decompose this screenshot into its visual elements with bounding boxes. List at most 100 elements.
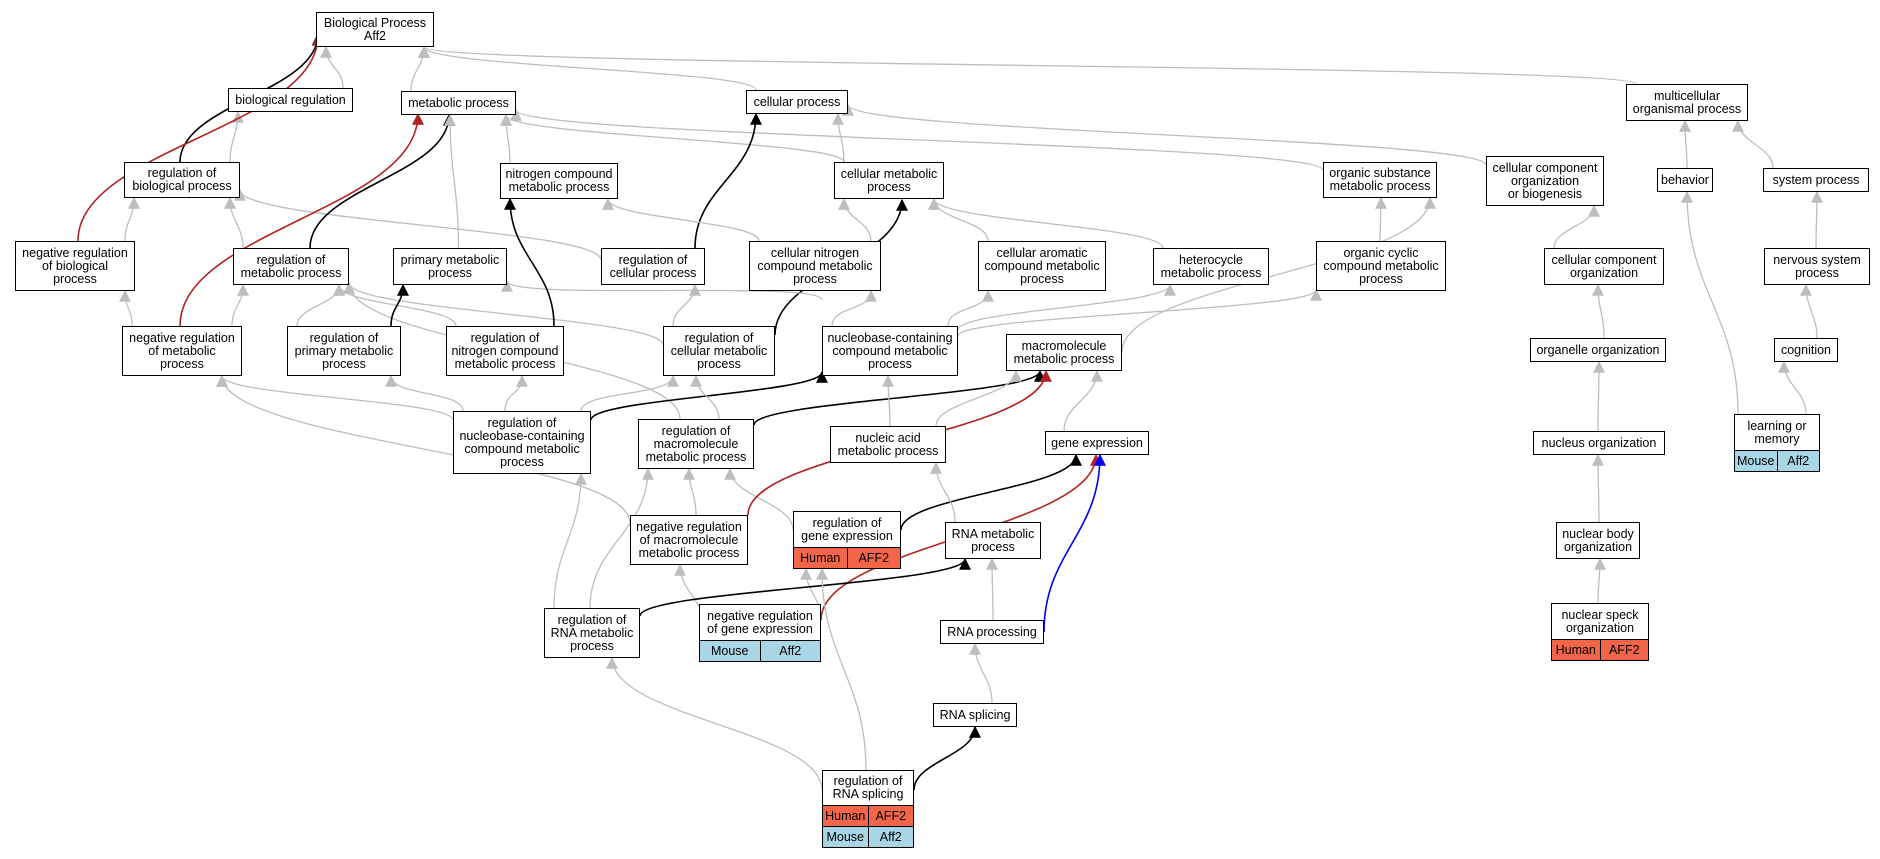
edge-cellproc-to-bp — [418, 45, 757, 91]
edge-bioreg-to-bp — [320, 45, 344, 89]
go-term-regmetab[interactable]: regulation of metabolic process — [233, 248, 349, 285]
go-term-label: nuclear body organization — [1562, 526, 1634, 554]
species-name: Mouse — [826, 829, 865, 844]
go-term-label: negative regulation of metabolic process — [129, 330, 235, 371]
edge-regnitro-to-nitro — [504, 197, 555, 327]
go-term-label: macromolecule metabolic process — [1013, 338, 1115, 366]
go-term-label: nucleus organization — [1541, 435, 1657, 450]
edge-sysproc-to-multi — [1732, 119, 1774, 169]
edge-cellnitro-to-cellmetab — [838, 197, 872, 242]
go-term-label: organic substance metabolic process — [1329, 166, 1431, 193]
go-term-label: multicellular organismal process — [1632, 88, 1742, 116]
go-term-label: regulation of nucleobase-containing comp… — [459, 415, 585, 469]
edge-regcell-to-cellproc — [694, 112, 762, 249]
go-term-hetero[interactable]: heterocycle metabolic process — [1153, 248, 1269, 285]
go-term-primmetab[interactable]: primary metabolic process — [393, 248, 507, 285]
go-term-metab[interactable]: metabolic process — [401, 91, 516, 115]
go-term-negregmetab[interactable]: negative regulation of metabolic process — [122, 326, 242, 376]
go-term-geneexp[interactable]: gene expression — [1045, 431, 1149, 455]
go-term-ccorg[interactable]: cellular component organization or bioge… — [1486, 156, 1604, 206]
go-term-nervous[interactable]: nervous system process — [1764, 248, 1870, 285]
go-term-behavior[interactable]: behavior — [1657, 168, 1713, 192]
go-term-regmacro[interactable]: regulation of macromolecule metabolic pr… — [638, 419, 754, 469]
edge-ccorg-to-cellproc — [842, 103, 1487, 166]
edge-regsplice-to-reggene — [816, 567, 867, 771]
go-term-regbio[interactable]: regulation of biological process — [124, 162, 240, 198]
go-term-label: cellular aromatic compound metabolic pro… — [984, 245, 1100, 286]
go-term-cellproc[interactable]: cellular process — [746, 90, 848, 114]
go-term-nucacid[interactable]: nucleic acid metabolic process — [830, 426, 946, 463]
go-term-nucbody[interactable]: nuclear body organization — [1556, 522, 1640, 559]
go-term-bp[interactable]: Biological Process Aff2 — [316, 12, 434, 47]
go-term-label: organelle organization — [1536, 342, 1660, 357]
go-term-splicing[interactable]: RNA splicing — [933, 703, 1017, 727]
go-term-regcellmetab[interactable]: regulation of cellular metabolic process — [663, 326, 775, 376]
species-name: Human — [1555, 642, 1596, 657]
species-name: Human — [800, 550, 841, 565]
go-term-label: system process — [1772, 172, 1860, 187]
go-term-regcell[interactable]: regulation of cellular process — [601, 248, 705, 285]
edge-orgcyc-to-orgsub — [1374, 196, 1387, 242]
edge-negregmetab-to-negregbio — [119, 289, 133, 327]
go-term-regprim[interactable]: regulation of primary metabolic process — [287, 326, 401, 376]
edge-regrna-to-rnametab — [639, 557, 971, 617]
go-term-cellnitro[interactable]: cellular nitrogen compound metabolic pro… — [749, 241, 881, 291]
gene-symbol: AFF2 — [867, 806, 914, 826]
edge-rnaproc-to-rnametab — [986, 557, 999, 621]
go-term-negregbio[interactable]: negative regulation of biological proces… — [15, 241, 135, 291]
edge-regrna-to-regmacro — [589, 467, 654, 609]
go-term-nucbase[interactable]: nucleobase-containing compound metabolic… — [822, 326, 958, 376]
go-term-label: heterocycle metabolic process — [1160, 252, 1262, 280]
go-term-rnaproc[interactable]: RNA processing — [940, 620, 1044, 644]
go-term-sysproc[interactable]: system process — [1763, 168, 1869, 192]
edge-nitro-to-metab — [500, 113, 513, 164]
go-term-multi[interactable]: multicellular organismal process — [1626, 84, 1748, 121]
species-name: Mouse — [710, 643, 749, 658]
edge-negregmacro-to-regmacro — [683, 467, 697, 516]
edge-nucbase-to-cellnitro — [831, 289, 877, 327]
edge-speck-to-nucbody — [1593, 557, 1606, 604]
go-term-label: metabolic process — [408, 95, 509, 110]
go-term-orgcyc[interactable]: organic cyclic compound metabolic proces… — [1316, 241, 1446, 291]
edge-cellnitro-to-nitro — [602, 197, 760, 242]
edge-reggene-to-regmacro — [724, 467, 794, 531]
edge-negregbio-to-bp — [77, 33, 324, 242]
go-term-ccorgz[interactable]: cellular component organization — [1544, 248, 1664, 285]
go-term-bioreg[interactable]: biological regulation — [228, 88, 353, 112]
gene-symbol: AFF2 — [846, 548, 901, 568]
go-term-label: regulation of biological process — [132, 166, 232, 193]
go-term-cellarom[interactable]: cellular aromatic compound metabolic pro… — [978, 241, 1106, 291]
gene-symbol: Aff2 — [867, 827, 914, 847]
go-term-label: Biological Process Aff2 — [323, 15, 427, 43]
go-term-cognition[interactable]: cognition — [1774, 338, 1838, 362]
edge-macro-to-orgsub — [1121, 196, 1436, 353]
go-term-orgsub[interactable]: organic substance metabolic process — [1323, 162, 1437, 198]
go-term-cellmetab[interactable]: cellular metabolic process — [834, 162, 944, 199]
edge-regnucbase-to-regprim — [385, 374, 464, 412]
go-term-macro[interactable]: macromolecule metabolic process — [1006, 334, 1122, 371]
edge-negregbio-to-regbio — [124, 196, 140, 242]
edge-behavior-to-multi — [1679, 119, 1692, 169]
go-term-nitro[interactable]: nitrogen compound metabolic process — [500, 163, 618, 199]
go-term-regnitro[interactable]: regulation of nitrogen compound metaboli… — [446, 326, 564, 376]
go-term-regnucbase[interactable]: regulation of nucleobase-containing comp… — [453, 411, 591, 474]
edge-nervous-to-sysproc — [1810, 190, 1823, 249]
go-term-label: RNA splicing — [939, 707, 1011, 722]
go-term-label: cellular metabolic process — [840, 166, 938, 194]
go-term-label: cellular process — [753, 94, 841, 109]
go-term-negregmacro[interactable]: negative regulation of macromolecule met… — [630, 515, 748, 565]
go-term-label: regulation of cellular process — [609, 252, 697, 280]
go-term-label: regulation of cellular metabolic process — [670, 330, 768, 371]
go-term-rnametab[interactable]: RNA metabolic process — [945, 522, 1041, 559]
go-term-organelle[interactable]: organelle organization — [1530, 338, 1666, 362]
go-term-regrna[interactable]: regulation of RNA metabolic process — [544, 608, 640, 658]
go-term-label: regulation of metabolic process — [240, 252, 342, 280]
go-term-nucleus[interactable]: nucleus organization — [1533, 431, 1665, 455]
